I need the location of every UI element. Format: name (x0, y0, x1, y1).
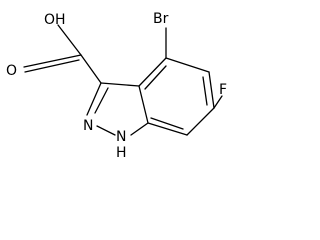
atom-label-nh-h: H (116, 145, 127, 161)
bond-carboxyl-c-o-double-inner (24, 59, 80, 73)
atom-label-br: Br (153, 11, 169, 27)
bond-c7-c7a-outer (147, 122, 188, 136)
atom-label-f: F (219, 82, 227, 98)
atom-label-nh-n: N (116, 129, 126, 145)
bond-c3a-c4-inner (144, 65, 167, 90)
bond-c5-c6-inner (202, 76, 208, 106)
chemical-structure-diagram: OH O Br F N N H (6, 11, 227, 161)
bond-c6-f (213, 95, 223, 109)
atom-label-oh: OH (44, 12, 66, 28)
bond-c4-c5 (165, 57, 210, 73)
bond-c5-c6-outer (208, 71, 215, 109)
bond-c3-n2-double-outer (86, 82, 102, 116)
bond-c3a-c7a (138, 85, 149, 124)
atom-label-ring-n: N (83, 118, 93, 134)
bond-c3-carboxyl-c (80, 54, 102, 84)
bond-c3-n2-double-inner (94, 87, 109, 114)
bond-c3-c3a (100, 82, 140, 87)
bond-carboxyl-c-o-double-outer (23, 54, 82, 68)
bond-c7-c7a-inner (150, 117, 184, 130)
bond-carboxyl-c-oh (57, 24, 82, 56)
bond-n1-c7a (130, 122, 149, 136)
bond-c6-c7 (186, 107, 215, 136)
bond-c3a-c4-outer (138, 57, 167, 87)
bond-n2-n1 (96, 125, 116, 136)
atom-label-carbonyl-o: O (6, 63, 17, 79)
